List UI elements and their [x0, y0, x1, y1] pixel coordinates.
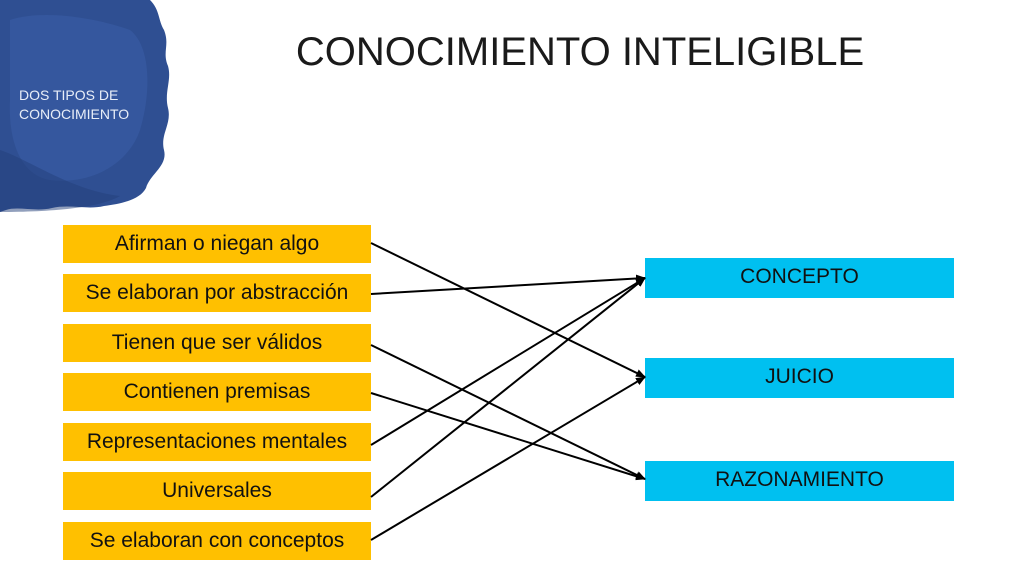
decorative-ink-blob	[0, 0, 170, 212]
left-item-conceptos: Se elaboran con conceptos	[63, 522, 371, 560]
connection-arrow	[370, 277, 646, 446]
right-item-razonamiento: RAZONAMIENTO	[645, 461, 954, 501]
section-label: DOS TIPOS DE CONOCIMIENTO	[19, 87, 130, 122]
left-item-validos: Tienen que ser válidos	[63, 324, 371, 362]
left-item-representaciones: Representaciones mentales	[63, 423, 371, 461]
right-item-concepto: CONCEPTO	[645, 258, 954, 298]
connection-arrow	[370, 277, 646, 498]
connection-arrow	[370, 242, 646, 378]
connection-arrow	[370, 274, 646, 295]
right-item-juicio: JUICIO	[645, 358, 954, 398]
left-item-abstraccion: Se elaboran por abstracción	[63, 274, 371, 312]
left-item-afirman: Afirman o niegan algo	[63, 225, 371, 263]
connection-arrow	[370, 344, 646, 480]
connection-arrow	[370, 392, 646, 481]
page-title: CONOCIMIENTO INTELIGIBLE	[295, 30, 865, 74]
connection-arrow	[370, 376, 646, 541]
left-item-universales: Universales	[63, 472, 371, 510]
left-item-premisas: Contienen premisas	[63, 373, 371, 411]
